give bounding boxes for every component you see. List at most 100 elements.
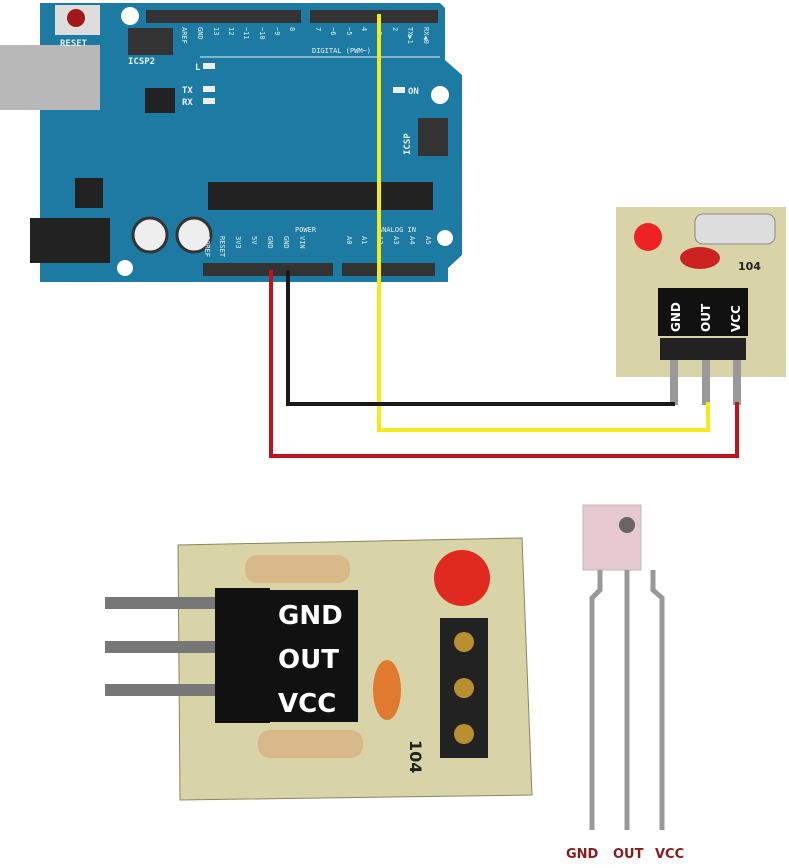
pin-label: ~9 — [273, 27, 281, 35]
pin-label: GND — [196, 27, 204, 40]
receiver-body — [582, 504, 642, 571]
pin-label: ~11 — [242, 27, 250, 40]
led-rx — [203, 98, 215, 104]
pin-label: GND — [266, 236, 274, 249]
pin-label: ~10 — [258, 27, 266, 40]
closeup-capacitor — [373, 660, 401, 720]
receiver-label-vcc: VCC — [655, 847, 684, 862]
socket-hole — [454, 724, 474, 744]
resistor — [258, 730, 363, 758]
capacitor — [131, 216, 169, 254]
reset-button-cap — [67, 9, 85, 27]
resistor — [245, 555, 350, 583]
power-label: POWER — [295, 226, 317, 234]
pin-gnd — [670, 360, 678, 405]
capacitor — [680, 247, 720, 269]
pin-label: 4 — [360, 27, 368, 31]
pin-label: 13 — [212, 27, 220, 35]
receiver-lead-gnd — [589, 570, 603, 830]
arduino-board: RESET ICSP2 ICSP DIGITAL (PWM~) AREF GND 1… — [0, 3, 462, 282]
voltage-regulator — [75, 178, 103, 208]
ground-wire — [286, 270, 675, 406]
arduino-pcb — [40, 3, 462, 282]
pin-label: RX◀0 — [422, 27, 430, 44]
power-header — [203, 263, 333, 276]
led-tx-label: TX — [182, 86, 193, 96]
led-tx — [203, 86, 215, 92]
digital-label: DIGITAL (PWM~) — [312, 47, 371, 55]
pin-label: 12 — [227, 27, 235, 35]
pin-vcc — [733, 360, 741, 405]
pin-label: RESET — [218, 236, 226, 258]
ir-receiver — [694, 213, 776, 245]
capacitor — [175, 216, 213, 254]
mounting-hole — [437, 230, 453, 246]
sensor-module-closeup: GND OUT VCC 104 — [105, 537, 533, 801]
icsp2-header — [128, 28, 173, 55]
digital-header-high — [146, 10, 301, 23]
pin-label: 3V3 — [234, 236, 242, 249]
pin-label: IOREF — [203, 236, 211, 257]
power-wire — [269, 270, 739, 458]
pin-label: 8 — [288, 27, 296, 31]
header-pin — [105, 597, 250, 609]
mounting-hole — [431, 86, 449, 104]
analog-label: ANALOG IN — [378, 226, 416, 234]
led-on-label: ON — [408, 87, 419, 97]
pin-label-out: OUT — [699, 303, 713, 332]
reset-label: RESET — [60, 39, 88, 49]
pin-label-block — [658, 288, 748, 336]
socket-hole — [454, 678, 474, 698]
receiver-lens — [619, 517, 635, 533]
pin-label: 7 — [314, 27, 322, 31]
receiver-label-gnd: GND — [566, 847, 599, 862]
digital-header-low — [310, 10, 438, 23]
capacitor-label: 104 — [738, 260, 761, 273]
led-l-label: L — [195, 63, 201, 73]
ir-receiver-component: GND OUT VCC — [566, 504, 684, 862]
pin-label: ~5 — [345, 27, 353, 35]
header-body — [215, 588, 270, 723]
icsp-header — [418, 118, 448, 156]
pin-out — [702, 360, 710, 405]
led-l — [203, 63, 215, 69]
header-pin — [105, 641, 250, 653]
pin-label: A0 — [345, 236, 353, 244]
led-on — [393, 87, 405, 93]
closeup-capacitor-label: 104 — [406, 740, 425, 773]
socket-hole — [454, 632, 474, 652]
header-pin — [105, 684, 250, 696]
label-block — [268, 590, 358, 722]
usb-chip — [145, 88, 175, 113]
signal-wire — [377, 14, 710, 432]
closeup-label-gnd: GND — [278, 601, 343, 631]
pin-label: VIN — [298, 236, 306, 249]
icsp-label: ICSP — [403, 133, 413, 155]
ir-led — [634, 223, 662, 251]
pin-label: 2 — [391, 27, 399, 31]
receiver-label-out: OUT — [613, 847, 644, 862]
mounting-hole — [121, 7, 139, 25]
closeup-ir-led — [434, 550, 490, 606]
pin-label-vcc: VCC — [729, 305, 743, 332]
receiver-lead-vcc — [650, 570, 665, 830]
pin-label-gnd: GND — [669, 302, 683, 332]
pin-label: GND — [282, 236, 290, 249]
led-rx-label: RX — [182, 98, 193, 108]
pin-label: A3 — [392, 236, 400, 244]
pin-label: A1 — [360, 236, 368, 244]
analog-header — [342, 263, 435, 276]
pin-label: ~6 — [329, 27, 337, 35]
closeup-label-vcc: VCC — [278, 689, 336, 719]
pin-label: 5V — [250, 236, 258, 245]
power-jack — [30, 218, 110, 263]
pin-label: A5 — [424, 236, 432, 244]
pin-label: AREF — [180, 27, 188, 44]
sensor-module-top: 104 GND OUT VCC — [616, 207, 786, 405]
icsp2-label: ICSP2 — [128, 57, 155, 67]
pin-label: A4 — [408, 236, 416, 244]
pin-label: TX▶1 — [406, 27, 414, 44]
microcontroller-chip — [208, 182, 433, 210]
mounting-hole — [117, 260, 133, 276]
